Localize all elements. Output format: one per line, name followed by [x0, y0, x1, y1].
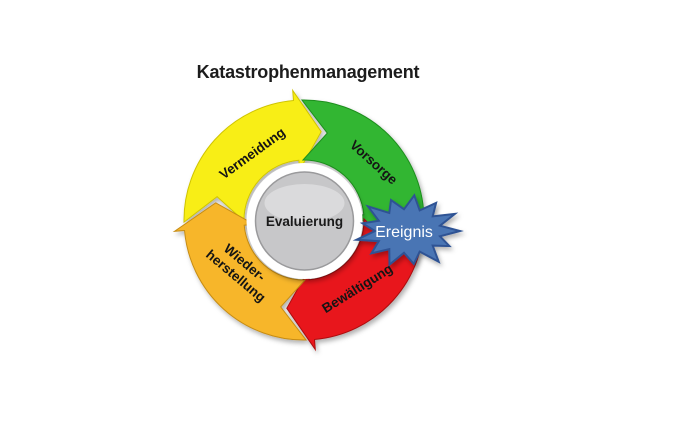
diagram-title: Katastrophenmanagement — [196, 62, 420, 82]
center-circle — [254, 171, 355, 271]
center-circle-highlight — [264, 184, 345, 222]
center-label: Evaluierung — [266, 214, 343, 229]
segment-wiederherstellung — [172, 202, 308, 341]
event-starburst — [352, 193, 464, 267]
segment-vermeidung — [183, 88, 322, 224]
event-label: Ereignis — [375, 224, 433, 241]
